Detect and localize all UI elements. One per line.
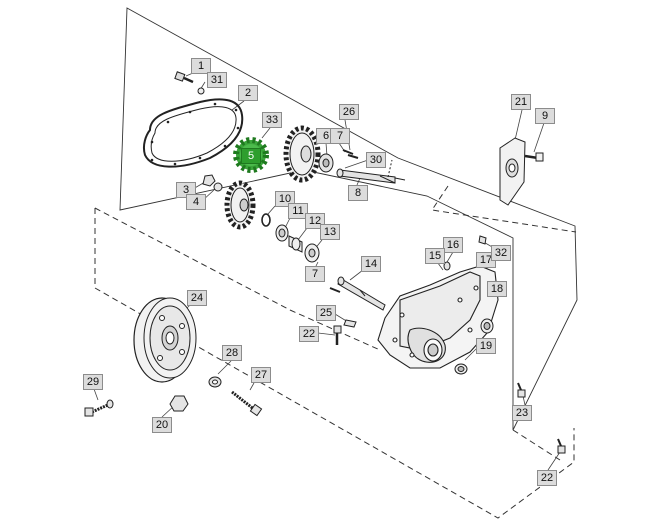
- callout-14[interactable]: 14: [361, 256, 381, 272]
- callout-22-left[interactable]: 22: [299, 326, 319, 342]
- callout-21[interactable]: 21: [511, 94, 531, 110]
- callout-2[interactable]: 2: [238, 85, 258, 101]
- callout-30[interactable]: 30: [366, 152, 386, 168]
- callout-20[interactable]: 20: [152, 417, 172, 433]
- callout-5-highlighted[interactable]: 5: [241, 148, 261, 164]
- callout-18[interactable]: 18: [487, 281, 507, 297]
- callout-8[interactable]: 8: [348, 185, 368, 201]
- callout-28[interactable]: 28: [222, 345, 242, 361]
- callout-15[interactable]: 15: [425, 248, 445, 264]
- callout-13[interactable]: 13: [320, 224, 340, 240]
- callout-7-upper[interactable]: 7: [330, 128, 350, 144]
- callout-22-right[interactable]: 22: [537, 470, 557, 486]
- callout-32[interactable]: 32: [491, 245, 511, 261]
- callout-25[interactable]: 25: [316, 305, 336, 321]
- callout-4[interactable]: 4: [186, 194, 206, 210]
- callout-27[interactable]: 27: [251, 367, 271, 383]
- callout-11[interactable]: 11: [288, 203, 308, 219]
- callout-9[interactable]: 9: [535, 108, 555, 124]
- callout-1[interactable]: 1: [191, 58, 211, 74]
- callout-33[interactable]: 33: [262, 112, 282, 128]
- callout-16[interactable]: 16: [443, 237, 463, 253]
- callout-29[interactable]: 29: [83, 374, 103, 390]
- callout-24[interactable]: 24: [187, 290, 207, 306]
- callout-26[interactable]: 26: [339, 104, 359, 120]
- callout-19[interactable]: 19: [476, 338, 496, 354]
- callout-31[interactable]: 31: [207, 72, 227, 88]
- callout-23[interactable]: 23: [512, 405, 532, 421]
- callout-7-lower[interactable]: 7: [305, 266, 325, 282]
